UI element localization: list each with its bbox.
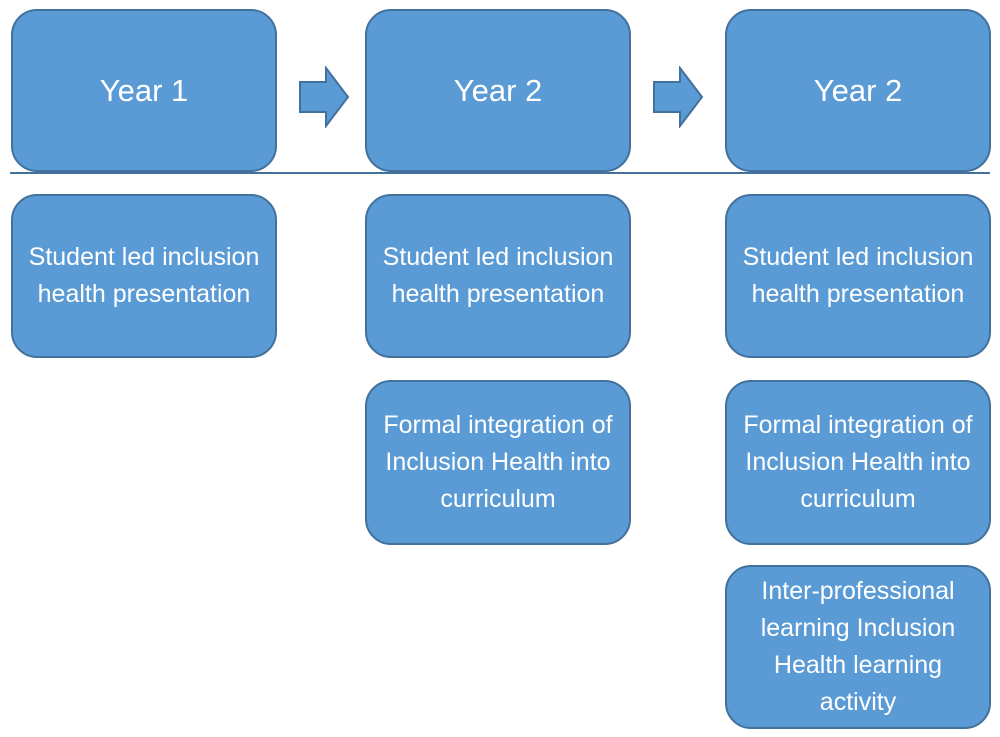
- col2-student-led-presentation-label: Student led inclusion health presentatio…: [382, 243, 614, 308]
- col1-student-led-presentation-box: Student led inclusion health presentatio…: [11, 194, 277, 358]
- col3-formal-integration-box: Formal integration of Inclusion Health i…: [725, 380, 991, 545]
- col3-student-led-presentation-label: Student led inclusion health presentatio…: [742, 243, 974, 308]
- col2-student-led-presentation-box: Student led inclusion health presentatio…: [365, 194, 631, 358]
- year-2-header-second-label: Year 2: [813, 72, 903, 108]
- arrow-right-icon: [299, 66, 350, 128]
- arrow-right-icon: [653, 66, 704, 128]
- col2-formal-integration-box: Formal integration of Inclusion Health i…: [365, 380, 631, 545]
- year-1-header-label: Year 1: [99, 72, 189, 108]
- year-2-header: Year 2: [365, 9, 631, 172]
- col3-inter-professional-learning-label: Inter-professional learning Inclusion He…: [760, 577, 956, 716]
- col1-student-led-presentation-label: Student led inclusion health presentatio…: [28, 243, 260, 308]
- col3-student-led-presentation-box: Student led inclusion health presentatio…: [725, 194, 991, 358]
- year-2-header-label: Year 2: [453, 72, 543, 108]
- col3-inter-professional-learning-box: Inter-professional learning Inclusion He…: [725, 565, 991, 729]
- col3-formal-integration-label: Formal integration of Inclusion Health i…: [743, 411, 973, 513]
- divider-line: [10, 172, 990, 174]
- year-2-header-second: Year 2: [725, 9, 991, 172]
- col2-formal-integration-label: Formal integration of Inclusion Health i…: [383, 411, 613, 513]
- year-1-header: Year 1: [11, 9, 277, 172]
